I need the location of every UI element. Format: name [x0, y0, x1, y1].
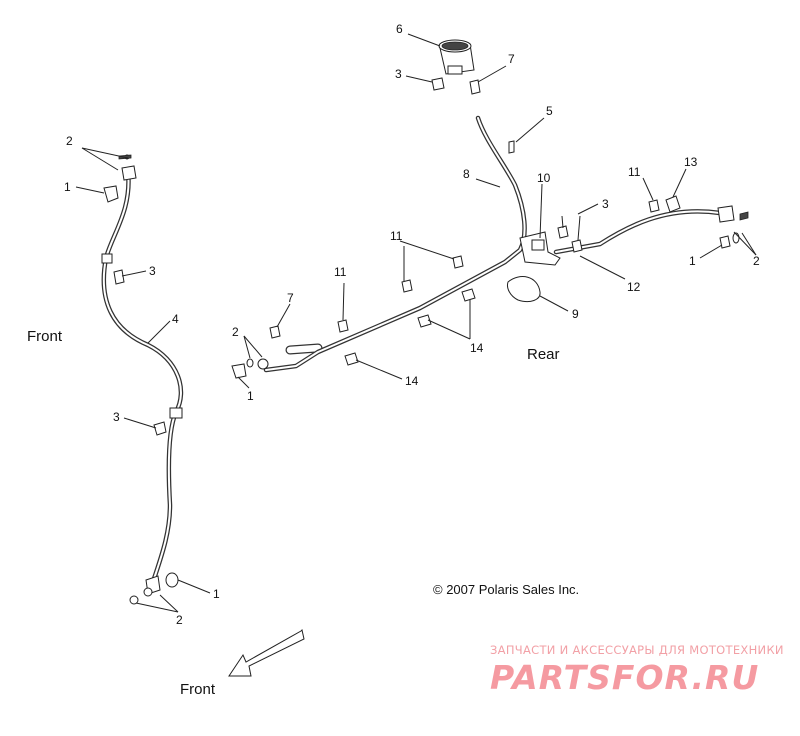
mid-banjo-bolt [231, 363, 247, 379]
clip-14-c [461, 288, 476, 302]
callout-2-topleft: 2 [66, 134, 73, 148]
clip-14-b [417, 314, 432, 328]
mid-washer-b [246, 358, 254, 368]
callout-7-mid: 7 [287, 291, 294, 305]
callout-2-bottom: 2 [176, 613, 183, 627]
callout-3-upper: 3 [149, 264, 156, 278]
screw-3-right [571, 239, 583, 253]
callout-3-reservoir: 3 [395, 67, 402, 81]
callout-6: 6 [396, 22, 403, 36]
hose-bracket-lower [169, 407, 183, 419]
brake-tee [531, 239, 545, 251]
watermark-tagline: ЗАПЧАСТИ И АКСЕССУАРЫ ДЛЯ МОТОТЕХНИКИ [490, 643, 784, 657]
right-washer-b [739, 211, 749, 221]
callout-9: 9 [572, 307, 579, 321]
callout-1-bottom: 1 [213, 587, 220, 601]
callout-11-c: 11 [334, 265, 347, 279]
front-side-label: Front [27, 328, 63, 345]
mid-clip-7 [269, 325, 281, 339]
clamp-11-c [337, 319, 349, 333]
watermark-logo: PARTSFOR.RU [490, 658, 759, 697]
right-rear-fitting [717, 205, 735, 223]
main-brake-line [263, 79, 735, 373]
callout-12: 12 [627, 280, 641, 294]
rear-label: Rear [527, 346, 560, 363]
callout-numbers: 6 3 7 5 8 10 11 13 3 1 2 12 9 11 11 14 1… [64, 22, 760, 627]
left-front-brake-line [101, 154, 184, 605]
banjo-bolt-bottom [165, 572, 179, 588]
callout-7-reservoir: 7 [508, 52, 515, 66]
clamp-11-a [452, 255, 464, 269]
clamp-5 [508, 140, 515, 154]
mid-washer [257, 358, 269, 370]
small-parts [231, 195, 749, 379]
washer-bottom-a [143, 587, 153, 597]
callout-11-right: 11 [628, 165, 641, 179]
callout-14-a: 14 [470, 341, 484, 355]
clip-13 [665, 195, 681, 213]
clip-upper [113, 269, 125, 285]
hose-fitting-top [121, 165, 137, 181]
clip-lower [153, 421, 167, 436]
right-banjo-bolt [719, 235, 731, 249]
clamp-11-b [401, 279, 413, 293]
partsfor-watermark: ЗАПЧАСТИ И АКСЕССУАРЫ ДЛЯ МОТОТЕХНИКИ PA… [490, 643, 784, 697]
reservoir-screw [431, 77, 445, 91]
callout-1-topleft: 1 [64, 180, 71, 194]
callout-3-right: 3 [602, 197, 609, 211]
banjo-bolt-top [103, 185, 119, 203]
callout-13: 13 [684, 155, 698, 169]
front-direction-arrow: Front [180, 629, 305, 698]
copyright-text: © 2007 Polaris Sales Inc. [433, 582, 579, 597]
callout-8: 8 [463, 167, 470, 181]
callout-14-b: 14 [405, 374, 419, 388]
grommet-9 [507, 276, 541, 303]
clip-14-a [344, 352, 359, 366]
callout-1-right: 1 [689, 254, 696, 268]
callout-10: 10 [537, 171, 551, 185]
callout-5: 5 [546, 104, 553, 118]
callout-1-mid: 1 [247, 389, 254, 403]
callout-11-b: 11 [390, 229, 403, 243]
front-arrow-label: Front [180, 681, 216, 698]
callout-4: 4 [172, 312, 179, 326]
callout-2-mid: 2 [232, 325, 239, 339]
callout-3-lower: 3 [113, 410, 120, 424]
callout-2-right: 2 [753, 254, 760, 268]
hose-bracket-upper [101, 253, 113, 264]
washer-bottom-b [129, 595, 139, 605]
clamp-11-right [648, 199, 660, 213]
brake-fluid-reservoir [431, 39, 475, 91]
reservoir-hose-fitting [469, 79, 481, 95]
leader-lines [75, 33, 757, 613]
